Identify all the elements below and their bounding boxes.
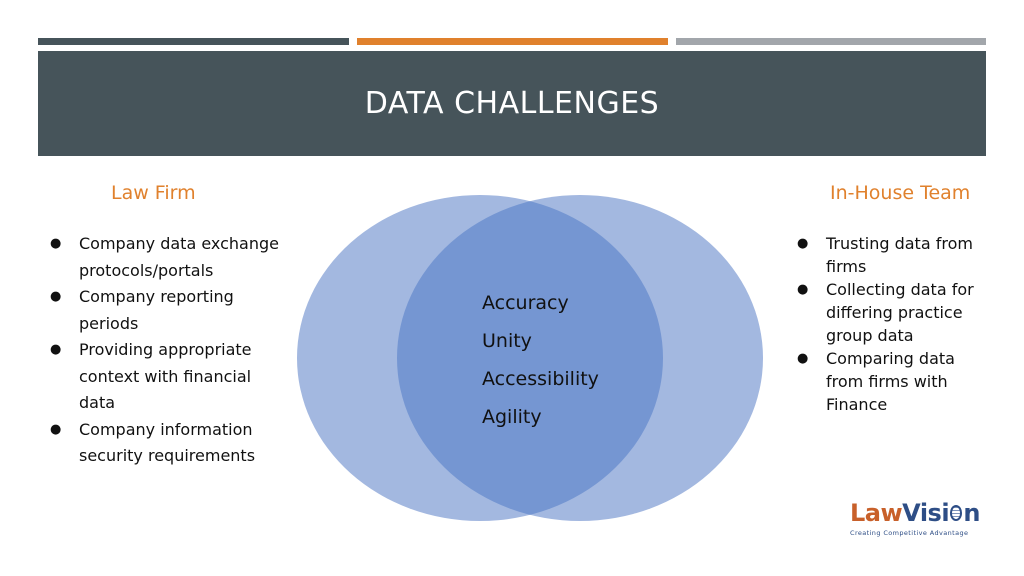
overlap-item: Unity: [482, 330, 532, 352]
bullet-icon: ●: [797, 351, 809, 366]
bullet-icon: ●: [50, 421, 62, 437]
list-item: ●Company information security requiremen…: [50, 417, 285, 470]
overlap-list: Accuracy Unity Accessibility Agility: [482, 284, 599, 436]
globe-icon: [950, 505, 963, 521]
top-bar-gray: [676, 38, 986, 45]
bullet-icon: ●: [50, 236, 62, 251]
bullet-icon: ●: [797, 236, 809, 251]
bullet-icon: ●: [50, 342, 62, 357]
title-band: DATA CHALLENGES: [38, 51, 986, 156]
law-firm-list: ●Company data exchange protocols/portals…: [50, 231, 285, 470]
overlap-item: Accuracy: [482, 292, 569, 314]
top-bar-dark: [38, 38, 349, 45]
overlap-item: Agility: [482, 406, 542, 428]
list-item: ●Providing appropriate context with fina…: [50, 337, 285, 417]
venn-overlap: [397, 195, 663, 521]
list-item: ●Collecting data for differing practice …: [797, 280, 974, 345]
list-item: ●Comparing data from firms with Finance: [797, 349, 955, 414]
list-item: ●Company data exchange protocols/portals: [50, 231, 285, 284]
top-bar-orange: [357, 38, 668, 45]
list-item: ●Company reporting periods: [50, 284, 285, 337]
slide-title: DATA CHALLENGES: [364, 86, 660, 121]
overlap-item: Accessibility: [482, 368, 599, 390]
logo-tagline: Creating Competitive Advantage: [850, 529, 969, 537]
in-house-team-list: ●Trusting data from firms ●Collecting da…: [797, 232, 987, 416]
in-house-team-heading: In-House Team: [830, 182, 971, 204]
bullet-icon: ●: [797, 282, 809, 297]
list-item: ●Trusting data from firms: [797, 234, 973, 276]
bullet-icon: ●: [50, 289, 62, 304]
law-firm-heading: Law Firm: [111, 182, 196, 204]
venn-diagram: [297, 195, 763, 521]
